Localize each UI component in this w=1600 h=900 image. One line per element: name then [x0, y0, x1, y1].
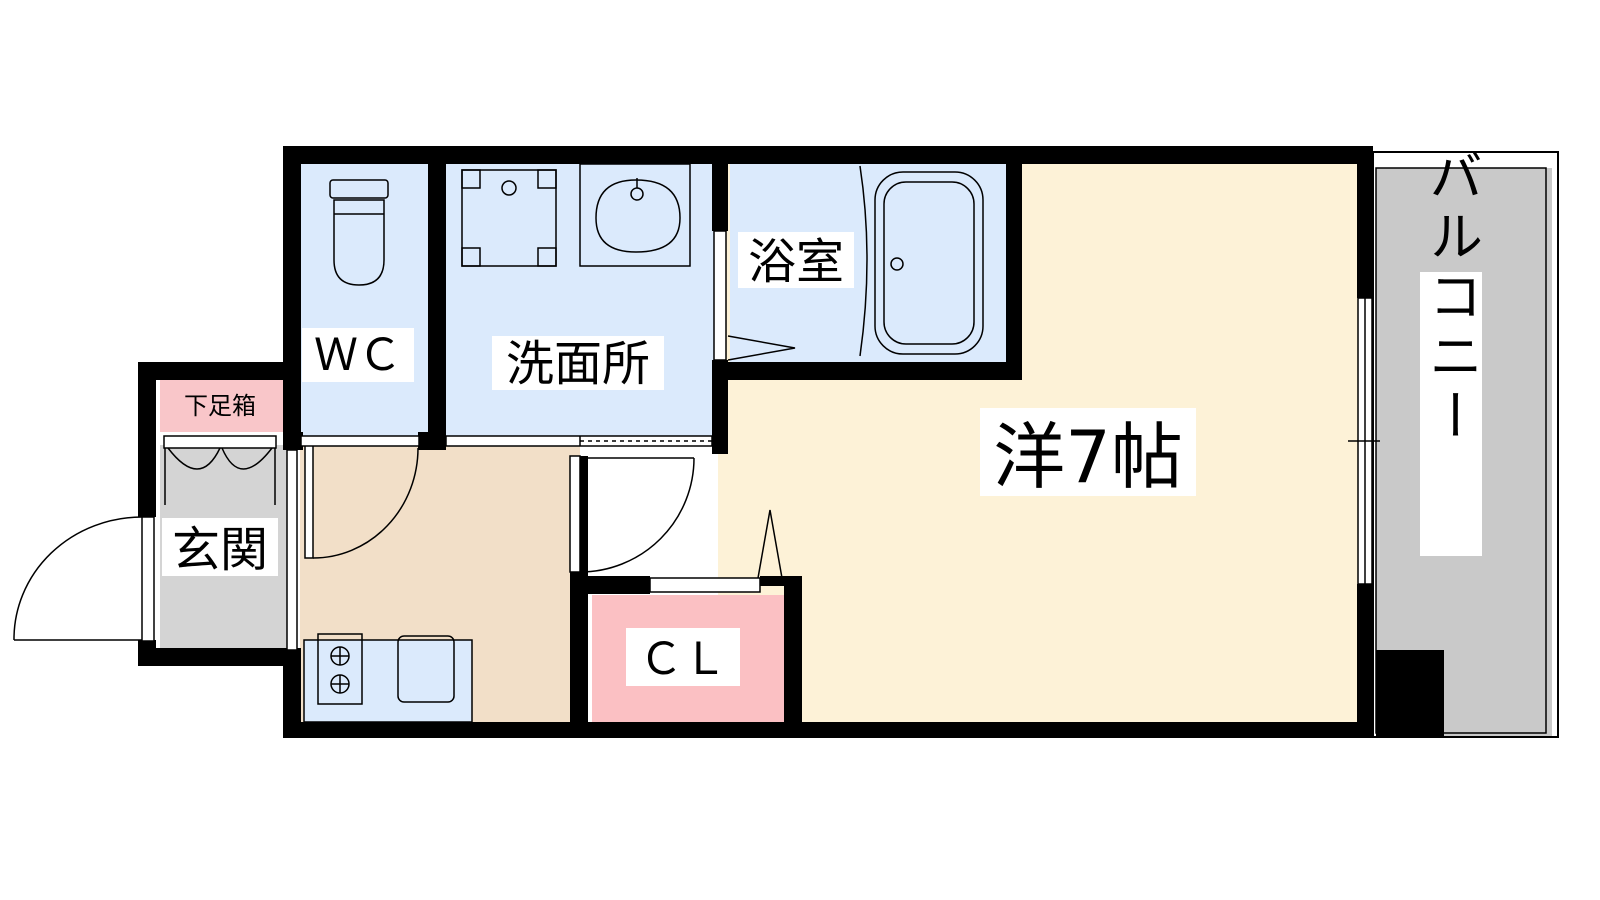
closet-label-bg — [626, 628, 740, 686]
balcony-label-bg — [1420, 272, 1482, 556]
washroom-label-bg — [492, 336, 664, 390]
balcony-inner-line — [1375, 167, 1547, 734]
walls — [138, 146, 1373, 738]
western-room-label: 洋7帖 — [993, 415, 1183, 499]
entrance-label: 玄関 — [172, 522, 268, 578]
western-room-label-bg — [980, 408, 1196, 496]
toilet-icon — [329, 179, 389, 286]
kitchen-sink-icon — [397, 635, 455, 703]
bathtub-icon — [859, 165, 984, 357]
bathroom-label: 浴室 — [748, 234, 844, 290]
wc-label: ＷＣ — [314, 330, 402, 381]
wash-basin-icon — [579, 163, 691, 267]
wc-label-bg — [302, 328, 414, 382]
bathroom-label-bg — [738, 232, 854, 288]
kitchen-counter — [303, 639, 473, 723]
fixtures — [13, 230, 1380, 651]
shoe-box-label: 下足箱 — [184, 392, 256, 420]
washroom-label: 洗面所 — [506, 336, 650, 392]
stove-icon — [317, 633, 363, 705]
shoe-box-area — [160, 380, 288, 432]
washroom-floor — [444, 160, 720, 438]
washing-machine-icon — [461, 169, 557, 267]
balcony-outline — [1372, 151, 1559, 738]
balcony-label: バルコニー — [1420, 148, 1483, 448]
entrance-label-bg — [162, 518, 278, 576]
closet-label: ＣＬ — [639, 634, 727, 685]
balcony-pillar — [1376, 650, 1444, 738]
